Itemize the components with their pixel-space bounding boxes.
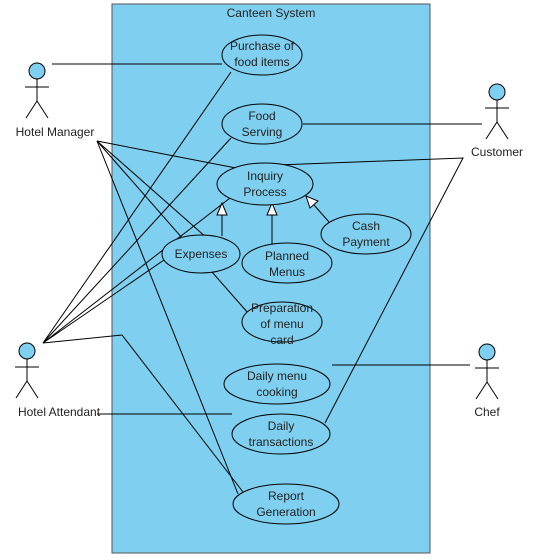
actor-customer[interactable]: Customer — [471, 83, 523, 159]
actor-hotel-attendant[interactable]: Hotel Attendant — [15, 342, 101, 419]
associations — [42, 63, 482, 495]
use-case-preparation[interactable]: Preparation of menu card — [241, 301, 323, 347]
actor-label-hotel-manager: Hotel Manager — [16, 125, 95, 139]
use-case-inquiry-line1: Inquiry — [247, 169, 283, 183]
gen-arrowhead-expenses — [216, 201, 228, 216]
system-title: Canteen System — [227, 6, 316, 20]
actor-label-chef: Chef — [474, 405, 500, 419]
use-case-preparation-line3: card — [270, 333, 293, 347]
use-case-inquiry[interactable]: Inquiry Process — [216, 162, 314, 206]
use-case-purchase-line2: food items — [234, 55, 289, 69]
use-case-planned-menus[interactable]: Planned Menus — [241, 242, 333, 284]
assoc-attendant-expenses — [42, 259, 165, 344]
use-case-food-serving[interactable]: Food Serving — [221, 103, 303, 145]
actor-hotel-manager[interactable]: Hotel Manager — [16, 62, 95, 139]
assoc-manager-expenses — [96, 140, 217, 247]
use-case-inquiry-line2: Process — [243, 185, 286, 199]
actor-label-customer: Customer — [471, 145, 523, 159]
actor-head-icon — [28, 62, 46, 80]
actor-chef[interactable]: Chef — [474, 343, 500, 419]
use-case-daily-menu[interactable]: Daily menu cooking — [223, 363, 331, 405]
gen-arrowhead-planned — [266, 201, 278, 216]
actor-head-icon — [488, 83, 506, 101]
actor-label-hotel-attendant: Hotel Attendant — [18, 405, 101, 419]
use-case-expenses[interactable]: Expenses — [161, 234, 241, 274]
actor-head-icon — [18, 342, 36, 360]
use-case-report-line2: Generation — [256, 505, 315, 519]
use-case-report-line1: Report — [268, 489, 305, 503]
use-case-daily-menu-line2: cooking — [256, 385, 297, 399]
gen-cash-inquiry — [313, 204, 330, 223]
use-case-daily-transactions-line1: Daily — [268, 419, 295, 433]
actor-head-icon — [478, 343, 496, 361]
assoc-manager-inquiry — [96, 140, 237, 169]
use-case-cash-payment-line2: Payment — [342, 235, 390, 249]
gen-arrowhead-cash — [305, 195, 319, 209]
assoc-attendant-inquiry — [42, 197, 231, 344]
assoc-attendant-report — [42, 334, 244, 493]
use-case-planned-menus-line2: Menus — [269, 265, 305, 279]
use-case-expenses-line1: Expenses — [175, 247, 228, 261]
assoc-attendant-purchase — [42, 71, 232, 344]
generalization-arrows — [216, 195, 319, 216]
use-case-cash-payment[interactable]: Cash Payment — [320, 213, 412, 255]
use-case-planned-menus-line1: Planned — [265, 249, 309, 263]
use-case-purchase-line1: Purchase of — [230, 39, 295, 53]
use-case-report[interactable]: Report Generation — [232, 483, 340, 525]
use-cases: Purchase of food items Food Serving Inqu… — [161, 34, 412, 525]
use-case-food-serving-line2: Serving — [242, 125, 283, 139]
use-case-purchase[interactable]: Purchase of food items — [221, 34, 303, 76]
assoc-manager-report — [96, 140, 239, 495]
use-case-daily-menu-line1: Daily menu — [247, 369, 307, 383]
assoc-manager-preparation — [96, 140, 249, 314]
use-case-cash-payment-line1: Cash — [352, 219, 380, 233]
use-case-daily-transactions[interactable]: Daily transactions — [231, 413, 331, 455]
assoc-attendant-food-serving — [42, 137, 232, 344]
use-case-preparation-line1: Preparation — [251, 301, 313, 315]
use-case-preparation-line2: of menu — [260, 317, 303, 331]
use-case-food-serving-line1: Food — [248, 109, 275, 123]
assoc-customer-inquiry-tx — [276, 157, 464, 424]
use-case-daily-transactions-line2: transactions — [249, 435, 314, 449]
